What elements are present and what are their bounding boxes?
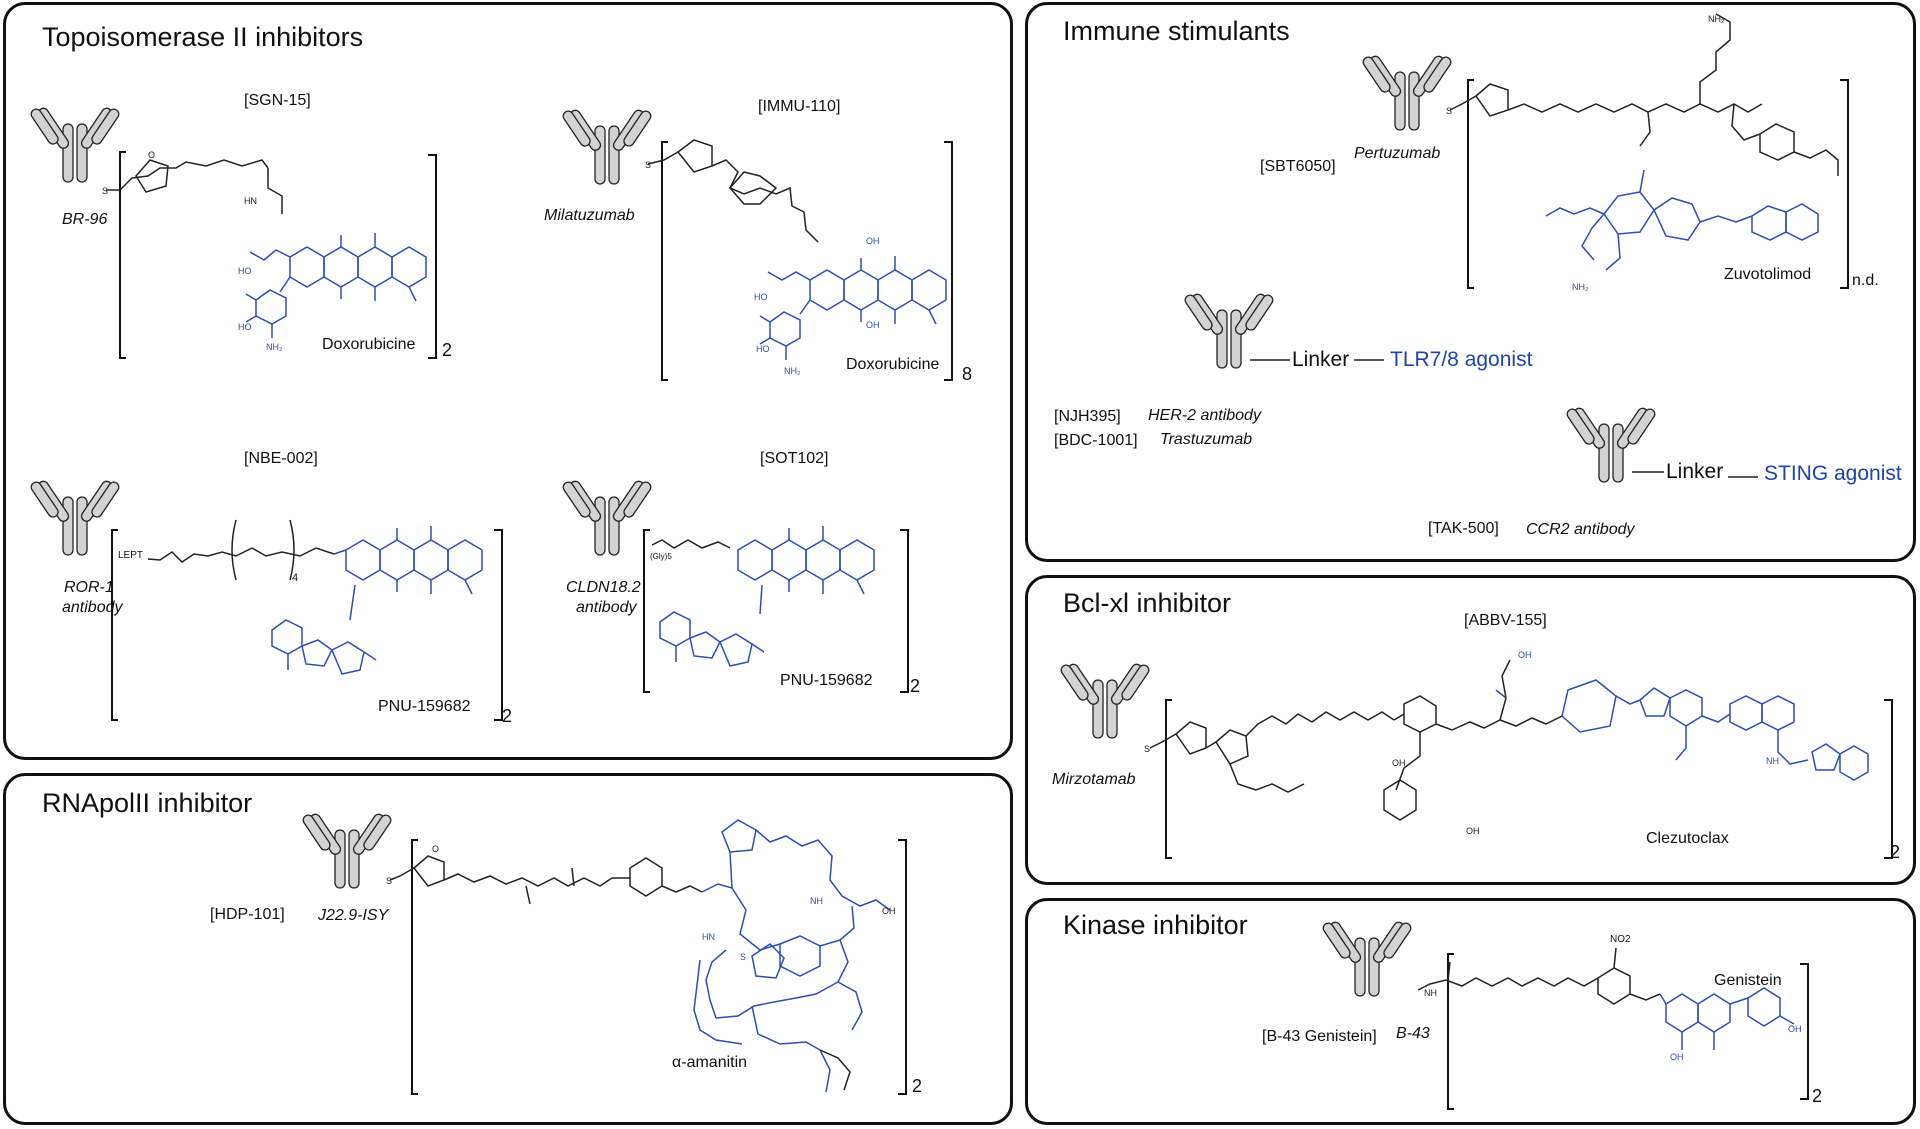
panel-immune <box>1025 2 1916 562</box>
atom-s: S <box>645 160 651 170</box>
immu110-code: [IMMU-110] <box>758 98 841 115</box>
sgn15-dar: 2 <box>442 340 453 360</box>
rna-title: RNApolII inhibitor <box>42 788 253 818</box>
sot102-linker: (Gly)5 <box>650 552 672 561</box>
tlr-linker: Linker <box>1292 348 1350 371</box>
nbe002-code: [NBE-002] <box>244 450 318 467</box>
nbe002-antibody-2: antibody <box>62 599 123 616</box>
abbv155-dar: 2 <box>1890 842 1901 862</box>
atom-oh: OH <box>1670 1052 1684 1062</box>
sot102-payload: PNU-159682 <box>780 672 873 689</box>
tak500-code: [TAK-500] <box>1428 520 1499 537</box>
kinase-title: Kinase inhibitor <box>1063 910 1248 940</box>
atom-s: S <box>386 876 392 886</box>
atom-nh: NH <box>1766 756 1779 766</box>
njh395-code: [NJH395] <box>1054 408 1121 425</box>
sot102-code: [SOT102] <box>760 450 829 467</box>
atom-s: S <box>1144 744 1150 754</box>
immu110-antibody: Milatuzumab <box>544 207 635 224</box>
sgn15-code: [SGN-15] <box>244 92 311 109</box>
sting-linker: Linker <box>1666 460 1724 483</box>
atom-nh2: NH₂ <box>1708 14 1725 24</box>
atom-oh: OH <box>866 320 880 330</box>
sgn15-antibody: BR-96 <box>62 211 108 228</box>
b43-payload: Genistein <box>1714 972 1782 989</box>
atom-nh2: NH₂ <box>1572 282 1589 292</box>
abbv155-antibody: Mirzotamab <box>1052 771 1136 788</box>
her2-antibody: HER-2 antibody <box>1148 407 1261 424</box>
ccr2-antibody: CCR2 antibody <box>1526 521 1635 538</box>
immu110-dar: 8 <box>962 364 973 384</box>
atom-nh: NH <box>810 896 823 906</box>
panel-topoisomerase <box>3 2 1013 760</box>
atom-hn: HN <box>702 932 715 942</box>
immu110-payload: Doxorubicine <box>846 356 940 373</box>
trastuzumab-antibody: Trastuzumab <box>1160 431 1253 448</box>
b43-no2: NO2 <box>1610 934 1631 945</box>
sbt6050-payload: Zuvotolimod <box>1724 266 1812 283</box>
atom-oh: OH <box>866 236 880 246</box>
atom-s: S <box>740 952 746 962</box>
nbe002-repeat: 4 <box>292 572 299 584</box>
nbe002-dar: 2 <box>502 706 513 726</box>
bdc1001-code: [BDC-1001] <box>1054 432 1138 449</box>
atom-s: S <box>102 186 108 196</box>
nbe002-linker: LEPT <box>118 550 144 561</box>
atom-ho: HO <box>238 322 252 332</box>
panel-bcl <box>1025 575 1916 885</box>
abbv155-code: [ABBV-155] <box>1464 612 1547 629</box>
atom-oh: OH <box>882 906 896 916</box>
atom-oh: OH <box>1788 1024 1802 1034</box>
topo-title: Topoisomerase II inhibitors <box>42 22 364 52</box>
sbt6050-dar: n.d. <box>1852 272 1879 289</box>
atom-nh2: NH₂ <box>784 366 801 376</box>
sot102-dar: 2 <box>910 676 921 696</box>
nbe002-antibody-1: ROR-1 <box>64 579 114 596</box>
sot102-antibody-2: antibody <box>576 599 637 616</box>
b43-antibody: B-43 <box>1396 1025 1430 1042</box>
atom-ho: HO <box>754 292 768 302</box>
hdp101-payload: α-amanitin <box>672 1054 748 1071</box>
sting-agonist: STING agonist <box>1764 462 1902 485</box>
hdp101-code: [HDP-101] <box>210 906 285 923</box>
atom-ho: HO <box>238 266 252 276</box>
atom-s: S <box>1446 106 1452 116</box>
atom-ho: HO <box>756 344 770 354</box>
atom-oh: OH <box>1518 650 1532 660</box>
tlr-agonist: TLR7/8 agonist <box>1390 348 1533 371</box>
atom-nh: NH <box>1424 988 1437 998</box>
sbt6050-antibody: Pertuzumab <box>1354 145 1441 162</box>
b43-dar: 2 <box>1812 1086 1823 1106</box>
sot102-antibody-1: CLDN18.2 <box>566 579 641 596</box>
sgn15-payload: Doxorubicine <box>322 336 416 353</box>
atom-hn: HN <box>244 196 257 206</box>
hdp101-dar: 2 <box>912 1076 923 1096</box>
atom-o: O <box>148 150 155 160</box>
atom-oh: OH <box>1392 758 1406 768</box>
sbt6050-code: [SBT6050] <box>1260 158 1336 175</box>
panel-kinase <box>1025 898 1916 1125</box>
b43-code: [B-43 Genistein] <box>1262 1028 1377 1045</box>
sgn15-linker <box>106 159 283 214</box>
immune-title: Immune stimulants <box>1063 16 1290 46</box>
abbv155-payload: Clezutoclax <box>1646 830 1729 847</box>
hdp101-antibody: J22.9-ISY <box>318 907 389 924</box>
bcl-title: Bcl-xl inhibitor <box>1063 588 1232 618</box>
atom-nh2: NH₂ <box>266 342 283 352</box>
atom-oh: OH <box>1466 826 1480 836</box>
nbe002-payload: PNU-159682 <box>378 698 471 715</box>
atom-o: O <box>432 844 439 854</box>
